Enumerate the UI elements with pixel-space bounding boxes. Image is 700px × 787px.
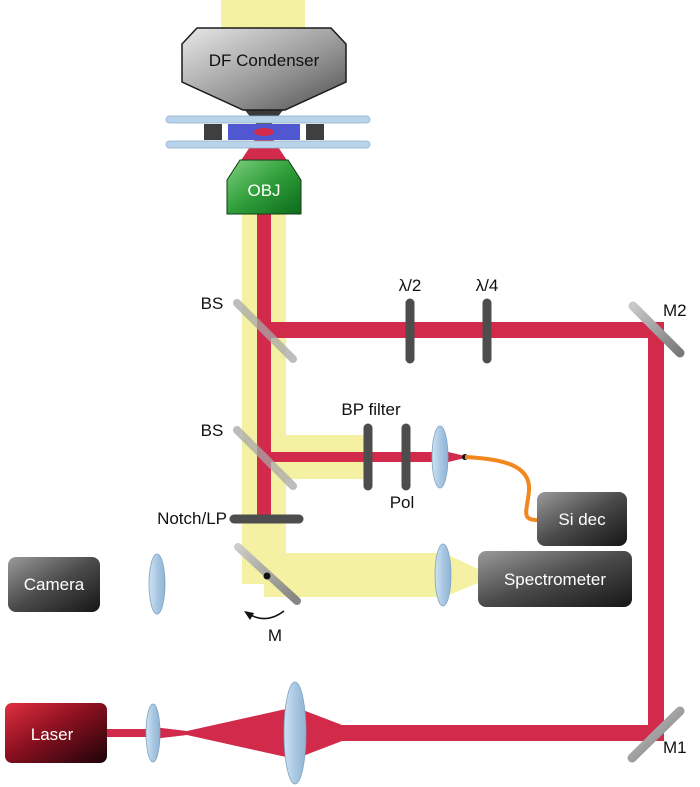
laser-beam-horizontal-bottom xyxy=(342,725,664,741)
collection-beam-spectrometer-focus xyxy=(444,553,478,597)
optical-fiber xyxy=(464,455,541,523)
laser-beam-small-lens-focus xyxy=(153,727,187,739)
camera-label: Camera xyxy=(24,575,85,594)
laser-big-lens xyxy=(283,681,307,785)
si-detector-label: Si dec xyxy=(558,510,606,529)
notch-filter-label: Notch/LP xyxy=(157,509,227,528)
mirror-1-label: M1 xyxy=(663,738,687,757)
df-condenser-body xyxy=(181,27,347,111)
flip-mirror-pivot xyxy=(263,572,271,580)
laser-focus-spot xyxy=(254,128,274,136)
collection-beam-to-spectrometer xyxy=(264,553,444,597)
spacer-left xyxy=(204,124,222,140)
spectrometer-box xyxy=(478,551,632,607)
polarizer-label: Pol xyxy=(390,493,415,512)
glass-slide-top xyxy=(165,115,371,124)
si-detector-box xyxy=(537,492,627,546)
glass-slide-bottom xyxy=(165,140,371,149)
beamsplitter-1-label: BS xyxy=(201,294,224,313)
beamsplitter-2 xyxy=(233,426,297,490)
camera-box xyxy=(8,557,100,612)
laser-beam-paths xyxy=(107,133,664,759)
df-condenser-label: DF Condenser xyxy=(209,51,320,70)
objective-label: OBJ xyxy=(247,181,280,200)
laser-box xyxy=(5,703,107,763)
mirror-2-label: M2 xyxy=(663,301,687,320)
laser-label: Laser xyxy=(31,725,74,744)
flip-mirror-arrowhead xyxy=(244,611,254,620)
laser-beam-to-fiber xyxy=(258,452,440,462)
mirror-1 xyxy=(627,706,685,763)
beamsplitter-2-label: BS xyxy=(201,421,224,440)
laser-small-lens xyxy=(145,703,161,763)
laser-beam-diverging-cone xyxy=(187,707,295,759)
camera-lens xyxy=(148,553,166,615)
quarter-waveplate-label: λ/4 xyxy=(476,276,499,295)
mirror-2 xyxy=(628,301,685,358)
laser-beam-big-lens-converge xyxy=(295,707,342,759)
beamsplitter-1 xyxy=(233,299,297,363)
sample-stage xyxy=(165,115,371,149)
laser-beam-exit xyxy=(107,729,153,737)
half-waveplate-label: λ/2 xyxy=(399,276,422,295)
laser-beam-vertical-center xyxy=(257,213,271,520)
laser-beam-horizontal-top xyxy=(258,322,664,338)
flip-mirror-label: M xyxy=(268,626,282,645)
spectrometer-label: Spectrometer xyxy=(504,570,606,589)
objective-body xyxy=(226,159,302,215)
spectrometer-lens xyxy=(434,543,452,607)
fiber-coupling-lens xyxy=(431,425,449,489)
spacer-right xyxy=(306,124,324,140)
laser-beam-vertical-right xyxy=(648,322,664,741)
bp-filter-label: BP filter xyxy=(341,400,401,419)
